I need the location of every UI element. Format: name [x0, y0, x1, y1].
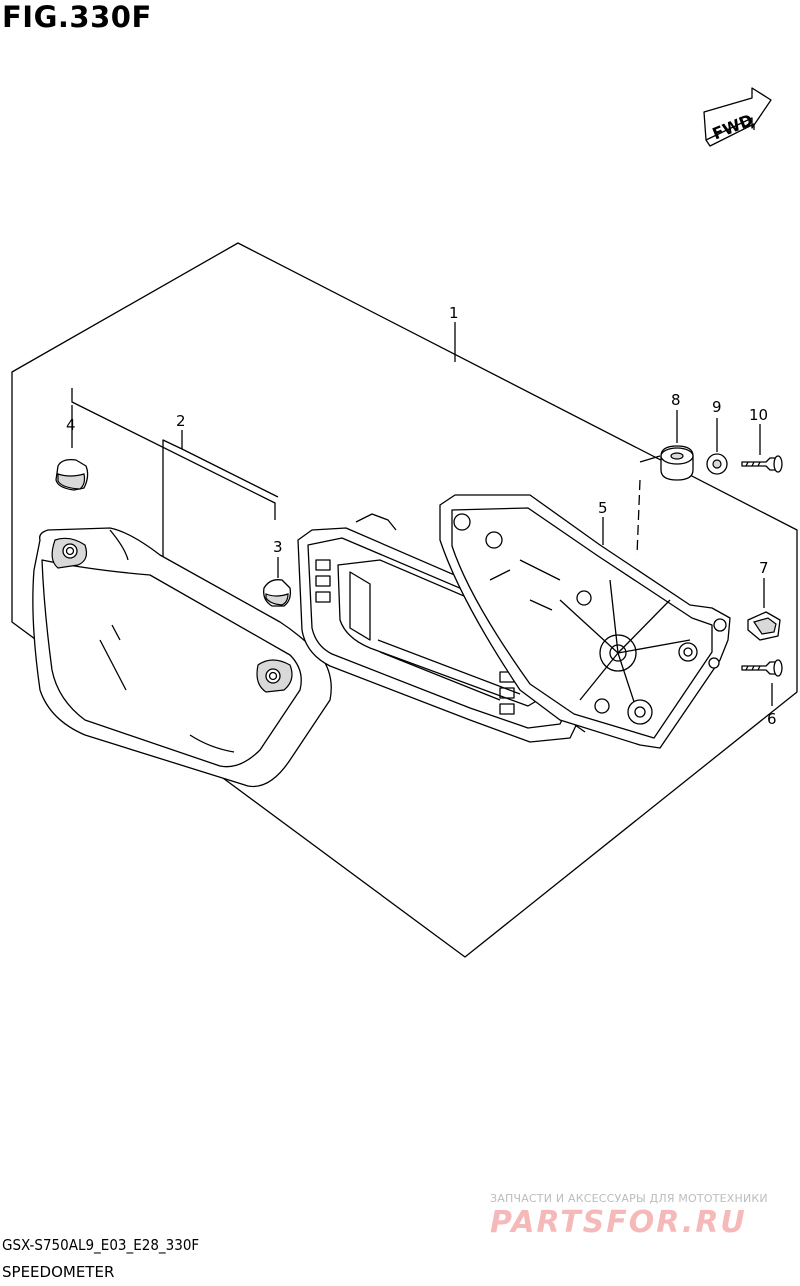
- figure-title: FIG.330F: [2, 0, 152, 34]
- part-5-rear-case: [439, 494, 731, 749]
- part-2-visor: [32, 527, 332, 788]
- callout-5: 5: [598, 499, 608, 517]
- model-code: GSX-S750AL9_E03_E28_330F: [2, 1236, 200, 1254]
- section-name: SPEEDOMETER: [2, 1263, 115, 1281]
- callout-9: 9: [712, 398, 722, 416]
- part-3-cushion: [263, 579, 292, 607]
- watermark-tagline: ЗАПЧАСТИ И АКСЕССУАРЫ ДЛЯ МОТОТЕХНИКИ: [490, 1192, 768, 1205]
- part-4-cap: [55, 458, 89, 491]
- callout-4: 4: [66, 416, 76, 434]
- callout-3: 3: [273, 538, 283, 556]
- callout-7: 7: [759, 559, 769, 577]
- part-8-grommet: [660, 445, 694, 481]
- callout-1: 1: [449, 304, 459, 322]
- watermark-logo: PARTSFOR.RU: [490, 1205, 747, 1240]
- assembly-boundary: [11, 242, 798, 958]
- callout-8: 8: [671, 391, 681, 409]
- part-10-screw: [741, 455, 783, 473]
- leader-lines: [71, 322, 773, 706]
- part-7-clip-nut: [747, 611, 781, 641]
- callout-2: 2: [176, 412, 186, 430]
- part-6-screw: [741, 659, 783, 677]
- callout-10: 10: [749, 406, 768, 424]
- callout-6: 6: [767, 710, 777, 728]
- fwd-direction-arrow: FWD: [703, 87, 772, 147]
- part-9-washer: [706, 453, 728, 475]
